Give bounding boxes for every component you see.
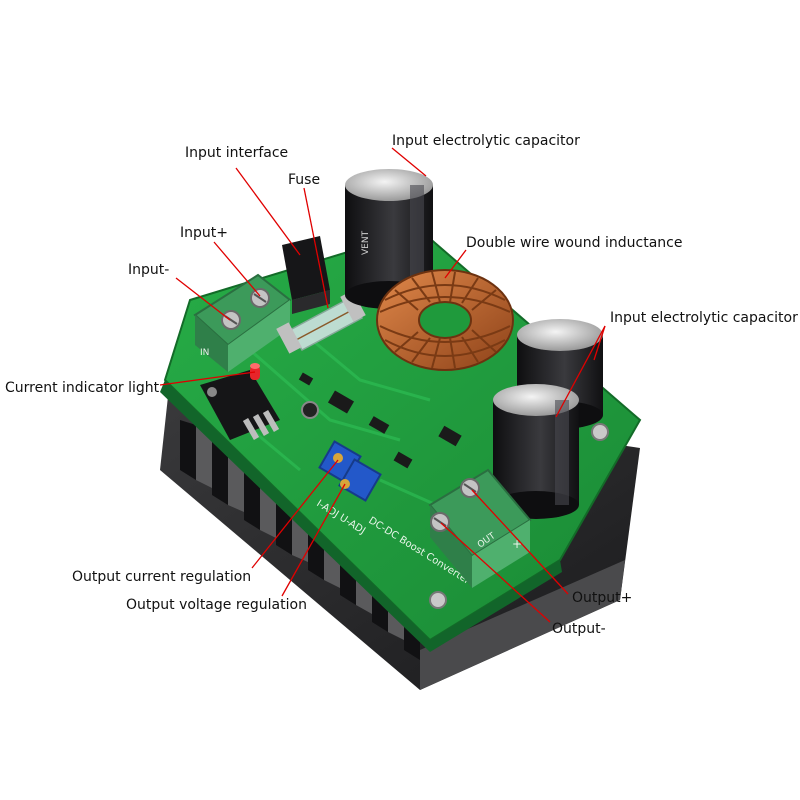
label-fuse: Fuse: [288, 172, 321, 188]
label-input-minus: Input-: [128, 262, 170, 278]
leader-output-plus: [471, 489, 569, 595]
mounting-hole: [429, 591, 447, 609]
label-output-minus: Output-: [552, 621, 606, 637]
leader-current-indicator: [159, 371, 256, 386]
leader-lines: [159, 147, 606, 623]
mosfet: [200, 370, 280, 441]
mounting-hole: [591, 423, 609, 441]
label-input-plus: Input+: [180, 225, 228, 241]
input-terminal-block: [193, 273, 292, 372]
input-interface-block: [282, 236, 330, 314]
current-indicator-led: [250, 363, 260, 380]
leader-inductor: [444, 249, 467, 279]
label-output-plus: Output+: [572, 590, 633, 606]
label-output-current-regulation: Output current regulation: [72, 569, 252, 585]
label-current-indicator-light: Current indicator light: [5, 380, 160, 396]
leader-input-capacitor-top: [391, 147, 427, 177]
label-input-interface: Input interface: [185, 145, 289, 161]
input-capacitor-right-bottom: [493, 384, 579, 519]
voltage-trimpot: [338, 458, 382, 502]
svg-text:VENT: VENT: [361, 230, 371, 255]
toroidal-inductor: [376, 269, 514, 371]
leader-input-plus: [213, 241, 261, 297]
plus-marking: +: [512, 537, 522, 551]
leader-fuse: [303, 187, 329, 309]
label-input-capacitor-top: Input electrolytic capacitor: [392, 133, 580, 149]
label-input-capacitor-right: Input electrolytic capacitor: [610, 310, 798, 326]
leader-input-interface: [235, 167, 301, 256]
label-output-voltage-regulation: Output voltage regulation: [126, 597, 307, 613]
leader-output-current: [251, 459, 339, 569]
leader-capacitor-right-2: [555, 325, 606, 418]
small-capacitor: [301, 401, 319, 419]
leader-capacitor-right-1: [593, 325, 606, 361]
leader-input-minus: [175, 277, 231, 321]
leader-output-minus: [440, 522, 551, 623]
in-terminal-marking: IN: [200, 348, 209, 358]
smd-components: [298, 372, 462, 469]
label-double-wire-inductance: Double wire wound inductance: [466, 235, 683, 251]
leader-output-voltage: [281, 483, 346, 597]
